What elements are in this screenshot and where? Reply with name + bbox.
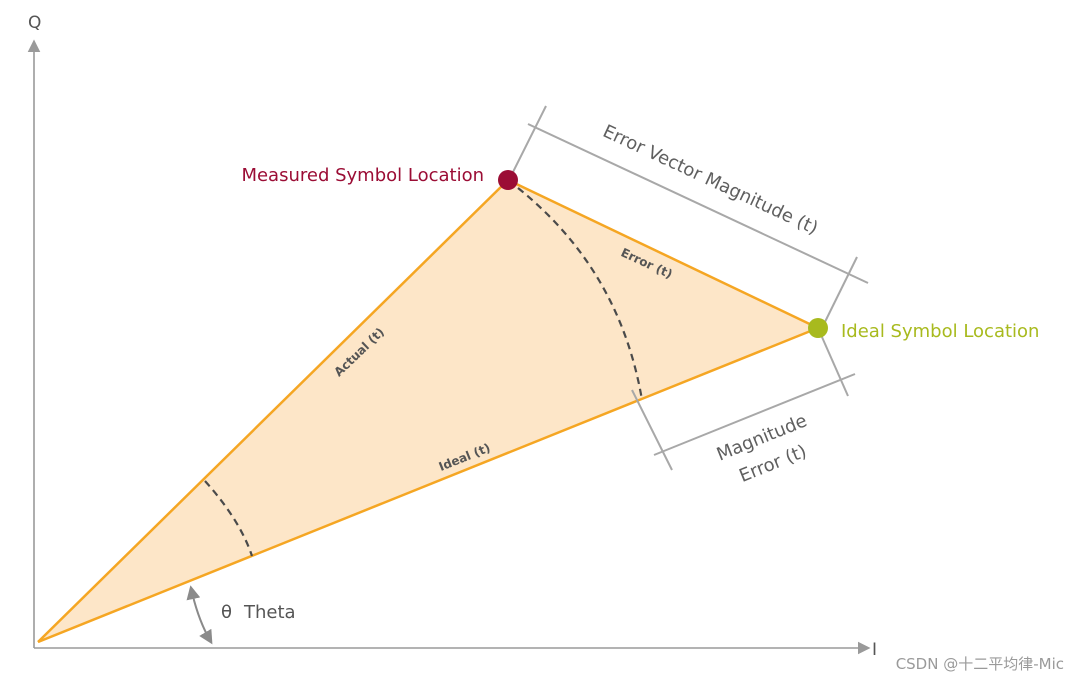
q-axis-label: Q bbox=[28, 13, 41, 33]
evm-label: Error Vector Magnitude (t) bbox=[599, 121, 821, 239]
actual-vector bbox=[37, 179, 509, 643]
evm-extension-left bbox=[506, 105, 547, 185]
evm-dimension-line bbox=[527, 123, 869, 284]
theta-arrow bbox=[186, 585, 213, 645]
theta-symbol: θ bbox=[221, 602, 232, 623]
magnitude-extension-left bbox=[631, 389, 673, 471]
evm-extension-right bbox=[819, 256, 858, 333]
magnitude-arc bbox=[517, 187, 644, 401]
theta-label: Theta bbox=[243, 602, 296, 623]
magnitude-dimension-line bbox=[653, 373, 856, 456]
watermark: CSDN @十二平均律-Mic bbox=[896, 655, 1064, 673]
magnitude-extension-right bbox=[817, 327, 849, 397]
measured-symbol-point bbox=[498, 170, 518, 190]
ideal-vector bbox=[37, 326, 819, 644]
i-axis-label: I bbox=[872, 640, 877, 660]
theta-arc-inner bbox=[204, 480, 254, 557]
ideal-symbol-point bbox=[808, 318, 828, 338]
measured-symbol-label: Measured Symbol Location bbox=[241, 165, 484, 186]
error-triangle bbox=[38, 180, 818, 642]
error-vector bbox=[507, 178, 819, 330]
ideal-symbol-label: Ideal Symbol Location bbox=[841, 321, 1039, 342]
